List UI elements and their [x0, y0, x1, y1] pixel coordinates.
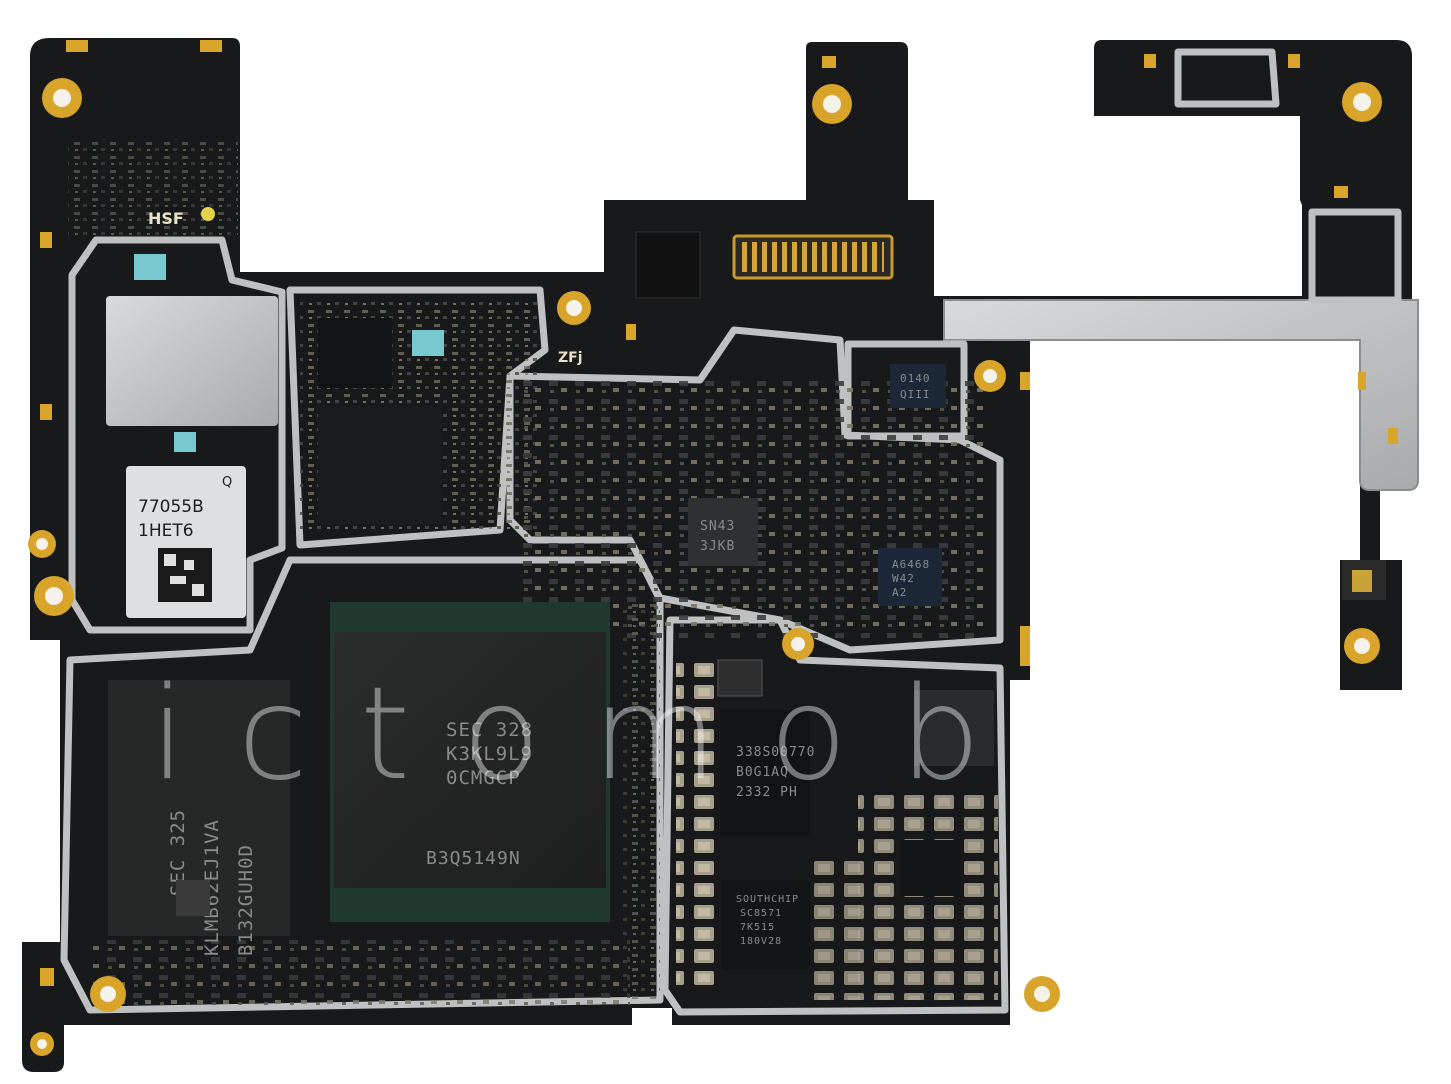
btb-connector-pins [742, 242, 884, 272]
small-chip-2 [878, 548, 942, 606]
sip-corner-mark: Q [222, 475, 232, 490]
shield-rail-left [68, 236, 286, 634]
silkscreen-dot [201, 207, 215, 221]
chip-upper-square [318, 318, 392, 388]
charger-marking-1: SOUTHCHIP [736, 894, 799, 905]
chip-upper-large [318, 406, 442, 524]
soc-package [334, 632, 606, 888]
pmic-marking-3: 2332 PH [736, 785, 798, 800]
pmic-chip [720, 710, 810, 836]
component-field-3 [68, 140, 238, 240]
small-chip-1 [890, 364, 946, 408]
mount-holes [28, 78, 1382, 1056]
tall-chip-top [635, 231, 701, 299]
small-chip-2-marking-2: W42 [892, 572, 915, 585]
ufs-datamatrix [176, 880, 210, 916]
ufs-marking-1: SEC 325 [167, 809, 189, 896]
soc-marking-4: B3Q5149N [426, 848, 521, 869]
gold-pads [40, 40, 1398, 986]
sip-marking-1: 77055B [138, 497, 204, 517]
shield-rail-right-module [1308, 208, 1402, 304]
shield-rail-top-right [1174, 48, 1280, 108]
metal-bracket [943, 299, 1419, 491]
charger-marking-2: SC8571 [740, 908, 782, 919]
soc-marking-2: K3KL9L9 [446, 743, 533, 765]
blue-chip-3 [174, 432, 196, 452]
charger-marking-4: 180V28 [740, 936, 782, 947]
ufs-marking-3: B132GUH0D [235, 844, 257, 956]
shield-can-sip [126, 466, 246, 618]
ufs-marking-2: KLMB62EJ1VA [201, 819, 223, 956]
sip-marking-2: 1HET6 [138, 521, 194, 541]
component-field-4 [620, 600, 660, 1000]
rf-chip-marking-2: 3JKB [700, 539, 735, 554]
shield-can-left-top [106, 296, 278, 426]
charger-marking-3: 7K515 [740, 922, 775, 933]
blue-chip-1 [134, 254, 166, 280]
component-field-5 [90, 940, 630, 1010]
soc-marking-1: SEC 328 [446, 719, 533, 741]
rf-chip-marking-1: SN43 [700, 519, 735, 534]
chip-right-small [900, 840, 960, 896]
rf-chip [688, 498, 758, 566]
soc-marking-3: 0CMGCP [446, 767, 521, 789]
silkscreen-hsf: HSF [148, 209, 184, 228]
spring-contact [1352, 570, 1372, 592]
small-chip-1-marking-2: QIII [900, 388, 931, 401]
charger-chip [722, 880, 810, 970]
small-chip-2-marking-1: A6468 [892, 558, 930, 571]
pmic-marking-2: B0G1AQ [736, 765, 789, 780]
capacitor-bank-1 [676, 662, 716, 992]
chip-right-square [914, 690, 994, 766]
capacitor-bank-3 [810, 860, 858, 1000]
small-chip-1-marking-1: 0140 [900, 372, 931, 385]
silkscreen-zfj: ZFj [558, 350, 583, 366]
blue-chip-2 [412, 330, 444, 356]
inductor [717, 659, 763, 697]
small-chip-2-marking-3: A2 [892, 586, 907, 599]
pmic-marking-1: 338S00770 [736, 745, 815, 760]
